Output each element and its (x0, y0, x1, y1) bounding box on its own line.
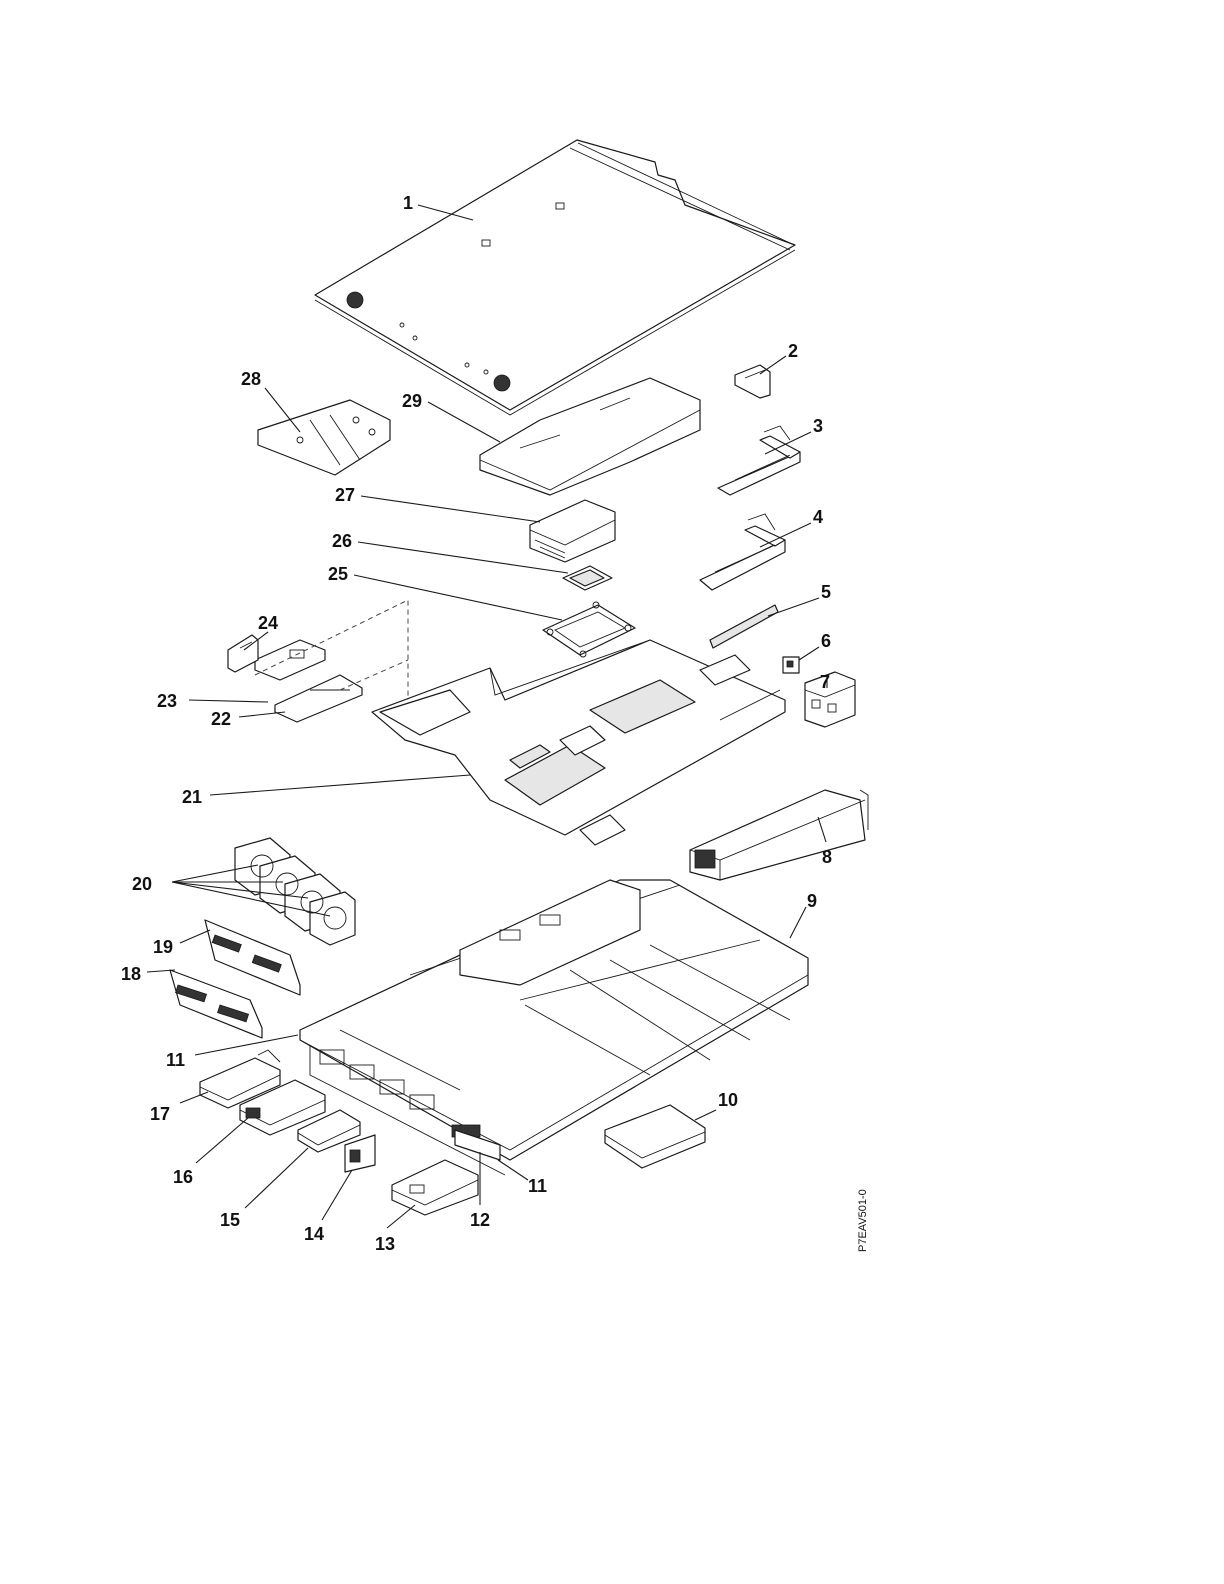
part-drive-filler (392, 1160, 478, 1215)
callout-18: 18 (121, 964, 141, 984)
part-riser-assembly-lower (700, 514, 785, 590)
part-processor-retention (543, 602, 635, 657)
callout-11-right: 11 (528, 1176, 547, 1196)
callout-29: 29 (402, 391, 422, 411)
part-heat-sink (530, 500, 615, 562)
callout-4: 4 (813, 507, 823, 527)
callout-9: 9 (807, 891, 817, 911)
callout-25: 25 (328, 564, 348, 584)
part-processor (563, 566, 612, 590)
part-backplane-small (205, 920, 300, 995)
part-riser-assembly-upper (718, 426, 800, 495)
callout-26: 26 (332, 531, 352, 551)
callout-17: 17 (150, 1104, 170, 1124)
callout-12: 12 (470, 1210, 490, 1230)
part-power-supply (690, 790, 868, 880)
callout-10: 10 (718, 1090, 738, 1110)
part-baffle-bracket (258, 400, 390, 475)
callout-24: 24 (258, 613, 278, 633)
part-backplane-large (170, 970, 262, 1038)
part-small-component (783, 657, 799, 673)
part-memory-module (710, 605, 778, 648)
callout-6: 6 (821, 631, 831, 651)
part-optical-drive (605, 1105, 705, 1168)
callout-11-left: 11 (166, 1050, 185, 1070)
callout-27: 27 (335, 485, 355, 505)
callout-16: 16 (173, 1167, 193, 1187)
figure-id: P7EAV501-0 (857, 1189, 869, 1252)
callout-28: 28 (241, 369, 261, 389)
callout-1: 1 (403, 193, 413, 213)
callout-21: 21 (182, 787, 202, 807)
callout-2: 2 (788, 341, 798, 361)
part-bezel-filler (345, 1135, 375, 1172)
callout-7: 7 (820, 672, 830, 692)
part-riser (228, 635, 258, 672)
callout-8: 8 (822, 847, 832, 867)
part-chassis (300, 880, 808, 1175)
callout-15: 15 (220, 1210, 240, 1230)
part-top-cover (315, 140, 795, 415)
part-system-board (372, 640, 785, 845)
callout-13: 13 (375, 1234, 395, 1254)
part-small-bracket (735, 365, 770, 398)
callout-5: 5 (821, 582, 831, 602)
callout-19: 19 (153, 937, 173, 957)
part-adapter-lower (275, 675, 362, 722)
callout-14: 14 (304, 1224, 324, 1244)
callout-23: 23 (157, 691, 177, 711)
callout-3: 3 (813, 416, 823, 436)
callout-20: 20 (132, 874, 152, 894)
callout-22: 22 (211, 709, 231, 729)
